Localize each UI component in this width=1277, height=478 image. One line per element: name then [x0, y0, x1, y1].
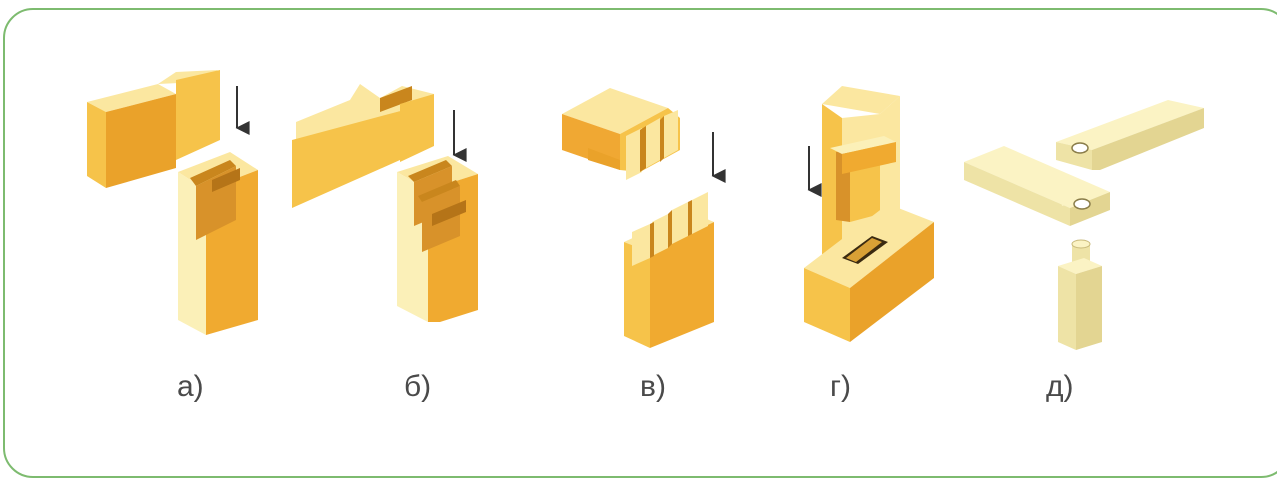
joint-a: а) — [87, 70, 258, 403]
joint-e-left-bar — [964, 146, 1110, 226]
bolt-hole-icon — [1071, 142, 1089, 154]
joint-c-bottom-piece — [624, 192, 714, 348]
joint-a-top-piece — [87, 70, 220, 188]
label-b: б) — [404, 370, 431, 403]
bolt-hole-icon — [1073, 198, 1091, 210]
label-d: г) — [830, 370, 851, 403]
label-e: д) — [1046, 370, 1074, 403]
label-a: а) — [177, 370, 204, 403]
joint-b: б) — [292, 84, 478, 403]
joint-d-bottom-piece — [804, 204, 934, 342]
label-c: в) — [640, 370, 666, 403]
joint-d: г) — [804, 86, 934, 403]
joints-illustration: а) б) — [87, 70, 1204, 403]
joint-a-bottom-piece — [178, 152, 258, 335]
joint-c: в) — [562, 88, 726, 403]
joint-e: д) — [964, 100, 1204, 403]
joint-c-top-piece — [562, 88, 680, 180]
joint-b-bottom-piece — [397, 156, 478, 322]
joint-e-post — [1058, 239, 1102, 350]
joint-e-right-bar — [1056, 100, 1204, 170]
joint-b-top-piece — [292, 84, 434, 208]
